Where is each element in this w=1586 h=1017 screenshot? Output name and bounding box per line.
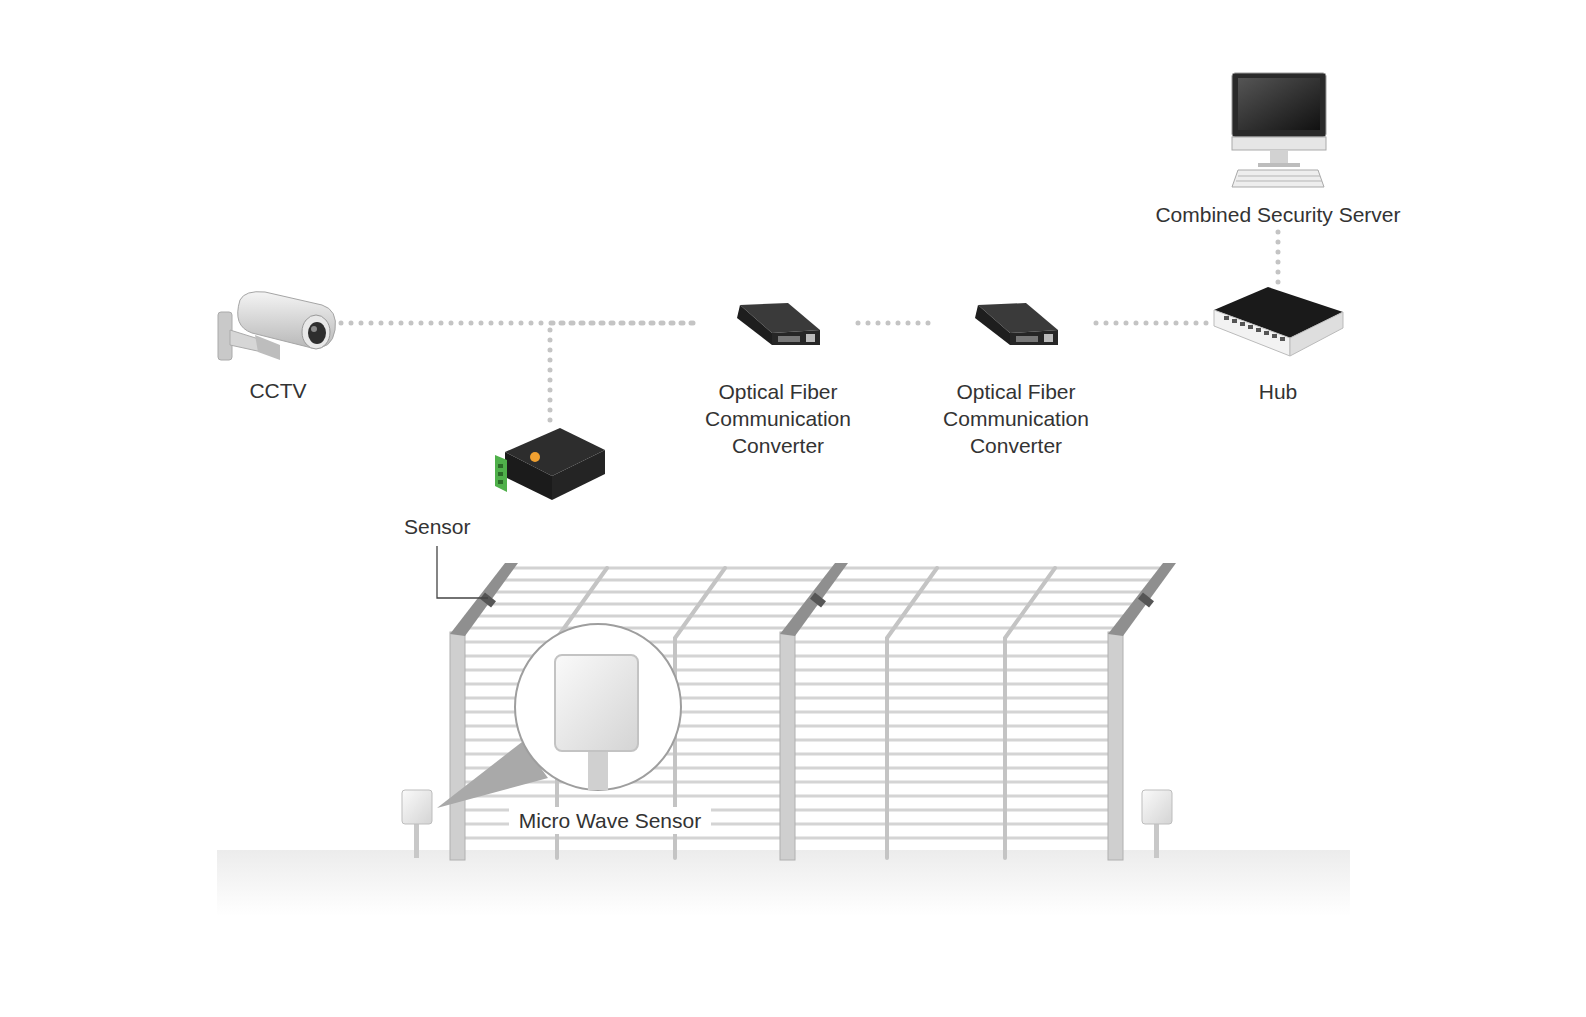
converter-node: Optical Fiber Communication Converter	[936, 300, 1096, 461]
dotted-connector	[550, 323, 698, 420]
hub-icon	[1214, 287, 1343, 356]
callout-magnifier	[437, 624, 681, 808]
device-label: Optical Fiber Communication Converter	[936, 378, 1096, 459]
server-icon	[1232, 73, 1326, 187]
server-node: Combined Security Server	[1148, 70, 1408, 230]
device-label: CCTV	[215, 377, 341, 404]
leader-line	[437, 546, 488, 598]
converter-icon	[737, 303, 820, 345]
microwave-sensor	[402, 790, 1172, 858]
dotted-connector	[1096, 321, 1210, 326]
sensor-node: Sensor	[400, 420, 610, 542]
sensor-device-icon	[495, 428, 605, 500]
device-label: Sensor	[404, 513, 610, 540]
hub-node: Hub	[1210, 282, 1346, 407]
converter-node: Optical Fiber Communication Converter	[698, 300, 858, 461]
cctv-icon	[218, 292, 335, 360]
fence	[450, 563, 1176, 860]
device-label: Hub	[1210, 378, 1346, 405]
cctv-node: CCTV	[215, 288, 341, 406]
dotted-connector	[858, 321, 936, 326]
device-label: Optical Fiber Communication Converter	[698, 378, 858, 459]
dotted-connector	[1276, 230, 1281, 282]
part-label: Micro Wave Sensor	[509, 807, 711, 834]
device-label: Combined Security Server	[1148, 201, 1408, 228]
converter-icon	[975, 303, 1058, 345]
